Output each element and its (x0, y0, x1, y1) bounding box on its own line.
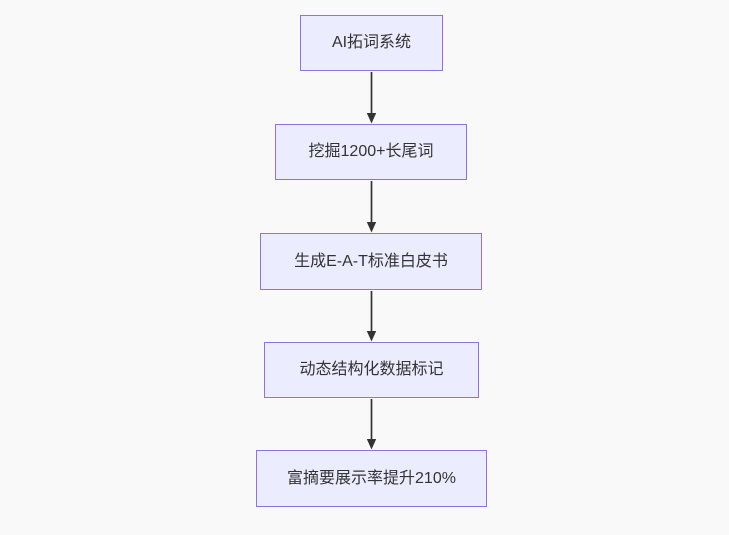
flow-node-label: AI拓词系统 (331, 34, 412, 52)
flow-node-dynamic-structured-data-markup: 动态结构化数据标记 (264, 342, 479, 398)
flow-node-rich-snippet-rate-increase: 富摘要展示率提升210% (256, 450, 487, 507)
flow-node-label: 生成E-A-T标准白皮书 (294, 252, 448, 270)
flow-node-ai-keyword-expansion-system: AI拓词系统 (300, 15, 443, 71)
flow-node-mine-longtail-keywords: 挖掘1200+长尾词 (275, 124, 467, 180)
flow-arrow-4 (366, 399, 377, 450)
flow-arrow-2 (366, 181, 377, 233)
flow-node-label: 动态结构化数据标记 (299, 361, 444, 379)
flow-arrow-1 (366, 72, 377, 124)
flow-node-label: 挖掘1200+长尾词 (308, 143, 434, 161)
flow-arrow-3 (366, 291, 377, 342)
flow-node-generate-eat-whitepaper: 生成E-A-T标准白皮书 (260, 233, 482, 290)
flow-node-label: 富摘要展示率提升210% (287, 469, 456, 487)
